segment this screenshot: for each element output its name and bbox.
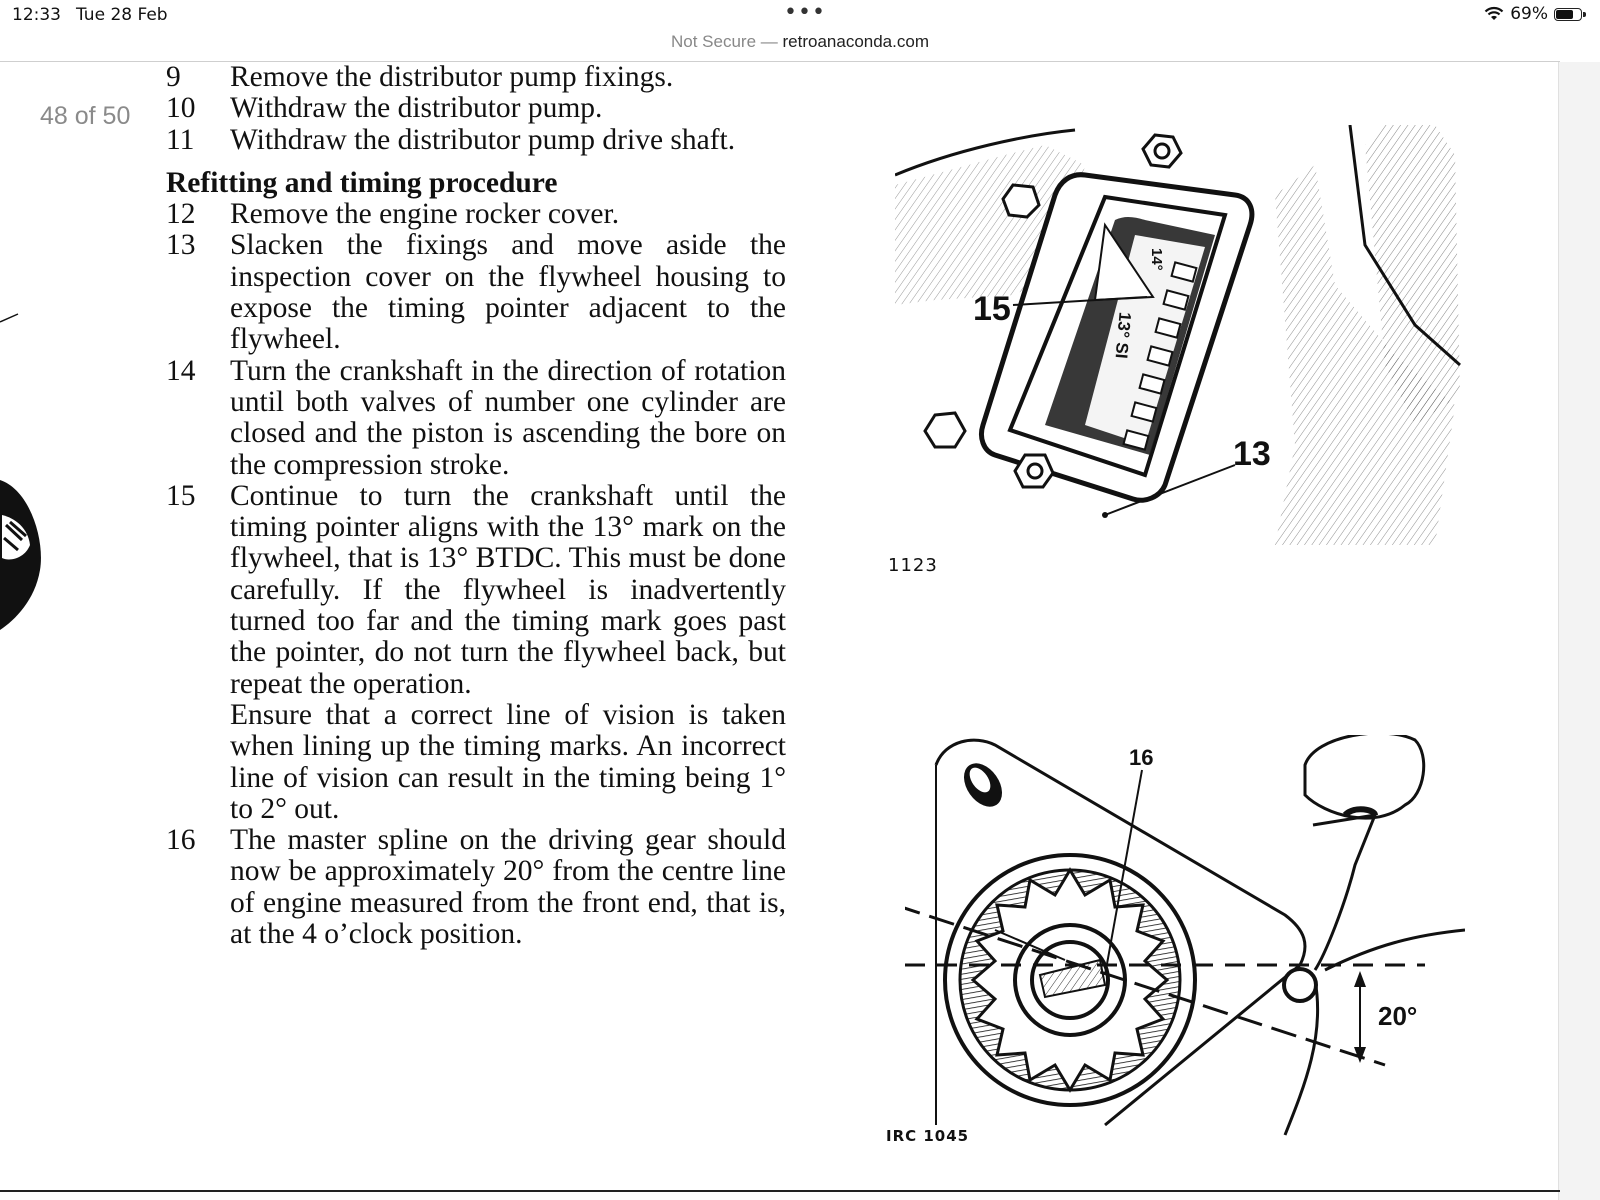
step-13: 13 Slacken the fixings and move aside th… xyxy=(166,230,786,355)
cover-callout-label: 13 xyxy=(1233,435,1271,473)
multitasking-dots-icon[interactable]: ••• xyxy=(784,0,826,25)
step-number: 11 xyxy=(166,123,195,156)
page-bottom-rule xyxy=(0,1190,1560,1192)
flywheel-timing-figure: 14° 13° SI 15 13 xyxy=(895,125,1461,545)
clock: 12:33 xyxy=(12,5,61,25)
step-14: 14 Turn the crankshaft in the direction … xyxy=(166,354,786,481)
step-number: 13 xyxy=(166,229,196,262)
figure-number-top: 1123 xyxy=(888,555,938,576)
mark-14-label: 14° xyxy=(1148,248,1165,271)
previous-page-fragment xyxy=(0,313,41,630)
pointer-callout-label: 15 xyxy=(973,290,1011,328)
step-number xyxy=(166,700,230,825)
driving-gear-figure: 16 20° xyxy=(905,735,1465,1136)
step-text: Ensure that a correct line of vision is … xyxy=(230,698,786,825)
battery-icon xyxy=(1554,7,1586,21)
step-10: 10 Withdraw the distributor pump. xyxy=(166,92,786,125)
section-heading: Refitting and timing procedure xyxy=(166,166,558,199)
step-text: The master spline on the driving gear sh… xyxy=(230,824,786,951)
security-indicator: Not Secure — xyxy=(671,32,783,51)
step-number: 15 xyxy=(166,479,196,512)
step-number: 12 xyxy=(166,198,196,231)
page-edge xyxy=(1558,62,1600,1200)
status-right: 69% xyxy=(1484,4,1586,24)
mark-13-label: 13° SI xyxy=(1112,311,1135,359)
step-number: 10 xyxy=(166,92,196,125)
step-text: Withdraw the distributor pump drive shaf… xyxy=(230,123,736,156)
manual-text: 9 Remove the distributor pump fixings. 1… xyxy=(166,61,786,951)
battery-percent: 69% xyxy=(1510,4,1548,24)
step-number: 14 xyxy=(166,354,196,387)
step-text: Turn the crankshaft in the direction of … xyxy=(230,354,786,481)
step-12: 12 Remove the engine rocker cover. xyxy=(166,198,786,231)
angle-label: 20° xyxy=(1378,1001,1417,1031)
step-number: 9 xyxy=(166,61,181,93)
status-bar: 12:33 Tue 28 Feb ••• 69% xyxy=(0,0,1600,30)
step-text: Remove the distributor pump fixings. xyxy=(230,61,674,93)
step-9: 9 Remove the distributor pump fixings. xyxy=(166,61,786,93)
step-16: 16 The master spline on the driving gear… xyxy=(166,824,786,951)
step-text: Slacken the fixings and move aside the i… xyxy=(230,229,786,356)
address-bar[interactable]: Not Secure — retroanaconda.com xyxy=(0,30,1600,60)
url-host: retroanaconda.com xyxy=(782,32,929,51)
figure-number-bottom: IRC 1045 xyxy=(886,1127,970,1145)
battery-fill xyxy=(1556,9,1573,19)
step-15-note: Ensure that a correct line of vision is … xyxy=(166,698,786,825)
step-text: Withdraw the distributor pump. xyxy=(230,92,603,125)
spline-callout-label: 16 xyxy=(1129,745,1153,770)
step-text: Continue to turn the crankshaft until th… xyxy=(230,479,786,700)
toolbar-divider xyxy=(0,61,1560,62)
wifi-icon xyxy=(1484,6,1504,20)
page-counter: 48 of 50 xyxy=(40,102,131,130)
step-text: Remove the engine rocker cover. xyxy=(230,198,620,231)
step-15: 15 Continue to turn the crankshaft until… xyxy=(166,479,786,700)
step-number: 16 xyxy=(166,824,196,857)
date: Tue 28 Feb xyxy=(76,5,168,25)
step-11: 11 Withdraw the distributor pump drive s… xyxy=(166,123,786,156)
